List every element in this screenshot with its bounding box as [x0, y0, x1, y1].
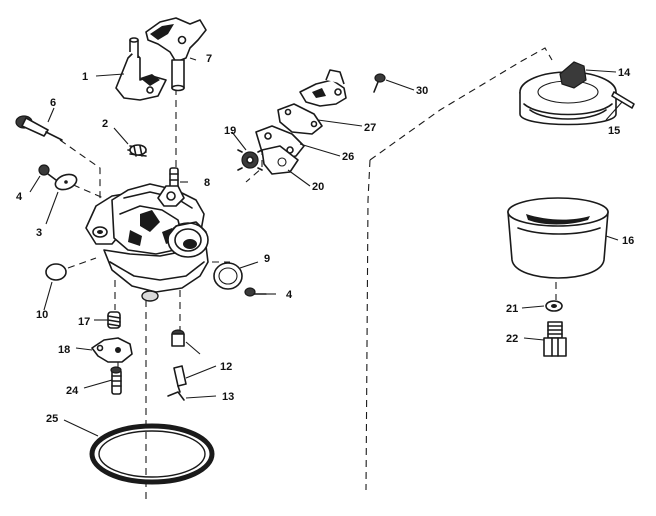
welch-plug-part-10 [45, 263, 67, 281]
callout-2: 2 [102, 118, 108, 130]
callout-18: 18 [58, 344, 70, 356]
clip-part-13 [167, 391, 185, 401]
screw-part-4-right [244, 287, 267, 297]
callout-27: 27 [364, 122, 376, 134]
callout-labels: 1 2 3 4 4 6 7 8 9 10 12 13 14 15 16 17 1… [16, 53, 634, 425]
callout-16: 16 [622, 235, 634, 247]
throttle-lever-part-7 [145, 17, 207, 92]
screw-part-30 [373, 73, 386, 93]
screw-part-4-left [38, 164, 57, 181]
callout-21: 21 [506, 303, 518, 315]
callout-13: 13 [222, 391, 234, 403]
bowl-gasket-part-25 [89, 423, 215, 485]
callout-14: 14 [618, 67, 631, 79]
callout-15: 15 [608, 125, 620, 137]
callout-3: 3 [36, 227, 42, 239]
spring-part-17 [107, 311, 121, 329]
callout-10: 10 [36, 309, 48, 321]
callout-19: 19 [224, 125, 236, 137]
washer-part-21 [545, 300, 563, 312]
choke-lever-part-1 [115, 37, 167, 101]
bracket-assembly [299, 69, 347, 107]
gasket-part-9 [213, 262, 243, 290]
bowl-bolt-part-22 [543, 321, 567, 357]
pin-part-8 [169, 167, 179, 191]
plate-part-27 [277, 103, 323, 135]
callout-26: 26 [342, 151, 354, 163]
callout-12: 12 [220, 361, 232, 373]
callout-20: 20 [312, 181, 324, 193]
float-bowl-part-16 [507, 197, 609, 279]
throttle-plate-part-3 [54, 173, 78, 191]
assembly-guide-lines [59, 47, 557, 500]
callout-8: 8 [204, 177, 210, 189]
leader-lines [29, 57, 623, 437]
callout-17: 17 [78, 316, 90, 328]
lever-part-18 [91, 337, 133, 363]
screw-part-24 [110, 366, 122, 395]
gear-part-19 [237, 149, 263, 171]
carburetor-body [85, 183, 209, 302]
callout-22: 22 [506, 333, 518, 345]
callout-30: 30 [416, 85, 428, 97]
callout-25: 25 [46, 413, 58, 425]
callout-4-right: 4 [286, 289, 293, 301]
callout-6: 6 [50, 97, 56, 109]
spring-part-2 [127, 144, 147, 157]
callout-9: 9 [264, 253, 270, 265]
callout-24: 24 [66, 385, 79, 397]
callout-4-left: 4 [16, 191, 23, 203]
seat-needle-part-12 [171, 329, 187, 393]
callout-1: 1 [82, 71, 88, 83]
needle-screw-part-6 [15, 115, 63, 141]
float-assembly-part-14 [519, 61, 617, 126]
callout-7: 7 [206, 53, 212, 65]
hinge-pin-part-15 [611, 91, 635, 109]
